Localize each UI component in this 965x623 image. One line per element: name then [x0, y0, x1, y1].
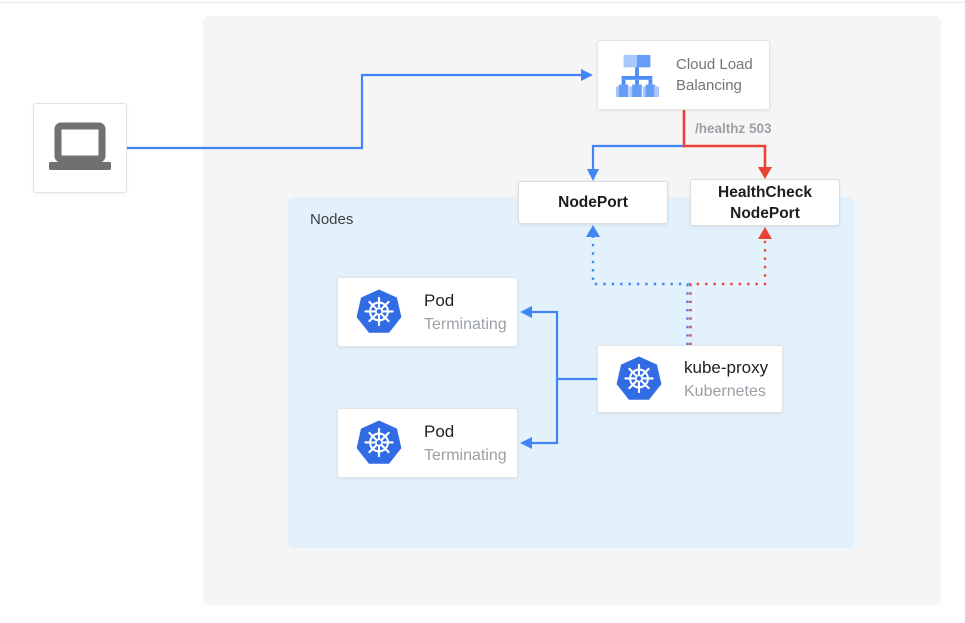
- pod-terminating-box-1: Pod Terminating: [337, 277, 518, 347]
- wire-clb-to-nodeport: [591, 144, 684, 170]
- kubernetes-icon: [356, 420, 402, 466]
- nodeport-label: NodePort: [558, 194, 628, 211]
- pod-title: Pod: [424, 290, 455, 310]
- nodes-group-label: Nodes: [310, 211, 354, 228]
- kube-proxy-box: kube-proxy Kubernetes: [597, 345, 783, 413]
- kube-proxy-subtitle: Kubernetes: [684, 382, 766, 400]
- healthcheck-nodeport-box: HealthCheck NodePort: [690, 179, 840, 226]
- wire-kubeproxy-to-pod1: [531, 310, 597, 381]
- arrowhead-into-nodeport-top: [587, 169, 599, 181]
- wire-kubeproxy-to-pod2: [531, 379, 559, 445]
- arrowhead-into-nodeport-bottom: [586, 225, 600, 237]
- cloud-load-balancing-icon: [614, 53, 660, 97]
- healthcheck-nodeport-label-line1: HealthCheck: [718, 183, 812, 201]
- cloud-load-balancing-box: Cloud Load Balancing: [597, 40, 770, 110]
- healthcheck-nodeport-label-line2: NodePort: [730, 204, 800, 222]
- client-box: [33, 103, 127, 193]
- cloud-load-balancing-label: Cloud Load Balancing: [676, 56, 753, 94]
- arrowhead-into-healthcheck-top: [758, 167, 772, 179]
- wire-client-to-clb: [127, 73, 581, 150]
- pod-terminating-box-2: Pod Terminating: [337, 408, 518, 478]
- healthz-status-label: /healthz 503: [695, 121, 772, 136]
- pod-title: Pod: [424, 421, 455, 441]
- arrowhead-into-clb: [581, 69, 593, 81]
- page-top-divider: [0, 2, 965, 3]
- kubernetes-icon: [356, 289, 402, 335]
- arrowhead-into-healthcheck-bottom: [758, 227, 772, 239]
- arrowhead-into-pod1: [520, 306, 532, 318]
- pod-status: Terminating: [424, 446, 507, 464]
- laptop-icon: [47, 122, 113, 174]
- wire-kubeproxy-to-nodeport-dotted: [591, 236, 689, 345]
- kube-proxy-title: kube-proxy: [684, 357, 769, 377]
- kubernetes-icon: [616, 356, 662, 402]
- pod-status: Terminating: [424, 315, 507, 333]
- arrowhead-into-pod2: [520, 437, 532, 449]
- wire-kubeproxy-to-healthcheck-dotted: [689, 238, 767, 345]
- nodeport-box: NodePort: [518, 181, 668, 224]
- wire-clb-to-healthcheck-nodeport: [682, 110, 767, 168]
